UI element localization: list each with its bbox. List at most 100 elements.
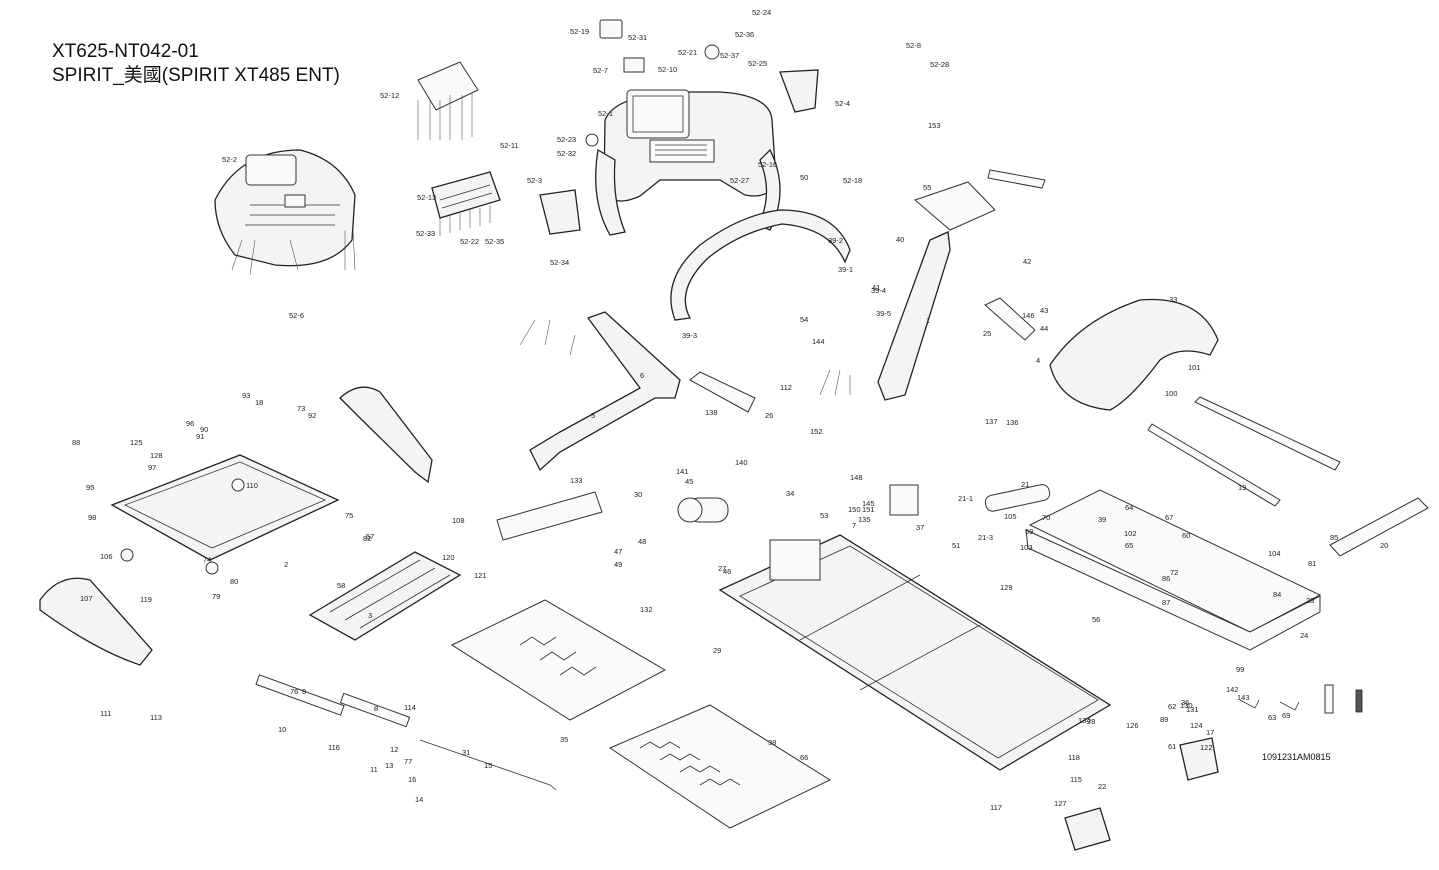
side-cover-61 — [39, 577, 153, 666]
callout: 10 — [278, 725, 286, 734]
callout: 64 — [1125, 503, 1133, 512]
upper-shroud-52-2 — [214, 149, 356, 267]
side-cover-62 — [339, 386, 433, 484]
callout: 110 — [246, 481, 258, 490]
left-base-assembly — [110, 454, 340, 575]
callout: 52-35 — [485, 237, 504, 246]
callout: 31 — [462, 748, 470, 757]
callout: 104 — [1268, 549, 1281, 558]
callout: 49 — [614, 560, 622, 569]
callout: 39-3 — [682, 331, 697, 340]
callout: 52-4 — [835, 99, 850, 108]
callout: 53 — [820, 511, 828, 520]
callout: 52-13 — [417, 193, 436, 202]
motor-hood-33 — [1049, 298, 1219, 411]
callout: 52-2 — [222, 155, 237, 164]
callout: 23 — [1306, 596, 1314, 605]
callout: 62 — [1168, 702, 1176, 711]
callout: 67 — [1165, 513, 1173, 522]
callout: 88 — [72, 438, 80, 447]
tool-30 — [1324, 684, 1334, 714]
callout: 98 — [88, 513, 96, 522]
callout: 13 — [385, 761, 393, 770]
allen-wrench-2 — [1279, 701, 1300, 711]
callout: 142 — [1226, 685, 1239, 694]
callout: 86 — [1162, 574, 1170, 583]
callout: 127 — [1054, 799, 1067, 808]
base-tray-22 — [450, 599, 667, 721]
callout: 102 — [1124, 529, 1137, 538]
callout: 103 — [1020, 543, 1033, 552]
damper-tray-37 — [608, 704, 832, 829]
callout: 21-1 — [958, 494, 973, 503]
callout: 52-36 — [735, 30, 754, 39]
callout: 129 — [1000, 583, 1013, 592]
callout: 63 — [1268, 713, 1276, 722]
callout: 65 — [1125, 541, 1133, 550]
callout: 44 — [1040, 324, 1048, 333]
callout: 93 — [242, 391, 250, 400]
callout: 137 — [985, 417, 998, 426]
callout: 75 — [345, 511, 353, 520]
callout: 81 — [1308, 559, 1316, 568]
callout: 125 — [130, 438, 143, 447]
callout: 18 — [255, 398, 263, 407]
callout: 106 — [100, 552, 113, 561]
callout: 2 — [284, 560, 288, 569]
callout: 52-18 — [843, 176, 862, 185]
upright-left — [529, 311, 681, 472]
callout: 74 — [203, 555, 211, 564]
incline-frame-3 — [308, 551, 462, 641]
callout: 138 — [705, 408, 718, 417]
upright-cover — [914, 181, 996, 231]
callout: 30 — [634, 490, 642, 499]
callout: 84 — [1273, 590, 1281, 599]
callout: 124 — [1190, 721, 1203, 730]
callout: 37 — [916, 523, 924, 532]
allen-wrench-1 — [1239, 699, 1260, 709]
callout: 89 — [1160, 715, 1168, 724]
callout: 141 — [676, 467, 689, 476]
callout: 41 — [872, 283, 880, 292]
incline-frame-3-slats — [329, 559, 451, 629]
callout: 52-32 — [557, 149, 576, 158]
callout: 39-1 — [838, 265, 853, 274]
board-bracket-118 — [496, 491, 603, 541]
callout: 52-7 — [593, 66, 608, 75]
callout: 33 — [1169, 295, 1177, 304]
callout: 150 — [848, 505, 861, 514]
callout: 51 — [952, 541, 960, 550]
cup-holder-right — [779, 69, 819, 113]
callout: 25 — [983, 329, 991, 338]
callout: 153 — [928, 121, 941, 130]
callout: 128 — [150, 451, 163, 460]
drive-motor — [677, 497, 729, 523]
callout: 22 — [1098, 782, 1106, 791]
callout: 58 — [337, 581, 345, 590]
callout: 101 — [1188, 363, 1201, 372]
foot-rail-lower — [1147, 423, 1281, 507]
callout: 11 — [370, 765, 378, 774]
lift-bracket — [889, 484, 919, 516]
callout: 38 — [768, 738, 776, 747]
callout: 17 — [1206, 728, 1214, 737]
belt-24 — [1025, 529, 1321, 651]
callout: 111 — [100, 709, 111, 718]
crossbar-25 — [984, 297, 1036, 341]
callout: 145 — [862, 499, 875, 508]
console-assembly — [585, 19, 781, 236]
callout: 4 — [1036, 356, 1040, 365]
callout: 82 — [363, 534, 371, 543]
callout: 79 — [212, 592, 220, 601]
callout: 135 — [858, 515, 871, 524]
callout: 36 — [1181, 698, 1189, 707]
callout: 35 — [560, 735, 568, 744]
callout: 52-23 — [557, 135, 576, 144]
callout: 52-11 — [500, 141, 519, 150]
callout: 130 — [1180, 701, 1193, 710]
callout: 8 — [374, 704, 378, 713]
callout: 105 — [1004, 512, 1017, 521]
callout: 99 — [1236, 665, 1244, 674]
callout: 59 — [1025, 527, 1033, 536]
